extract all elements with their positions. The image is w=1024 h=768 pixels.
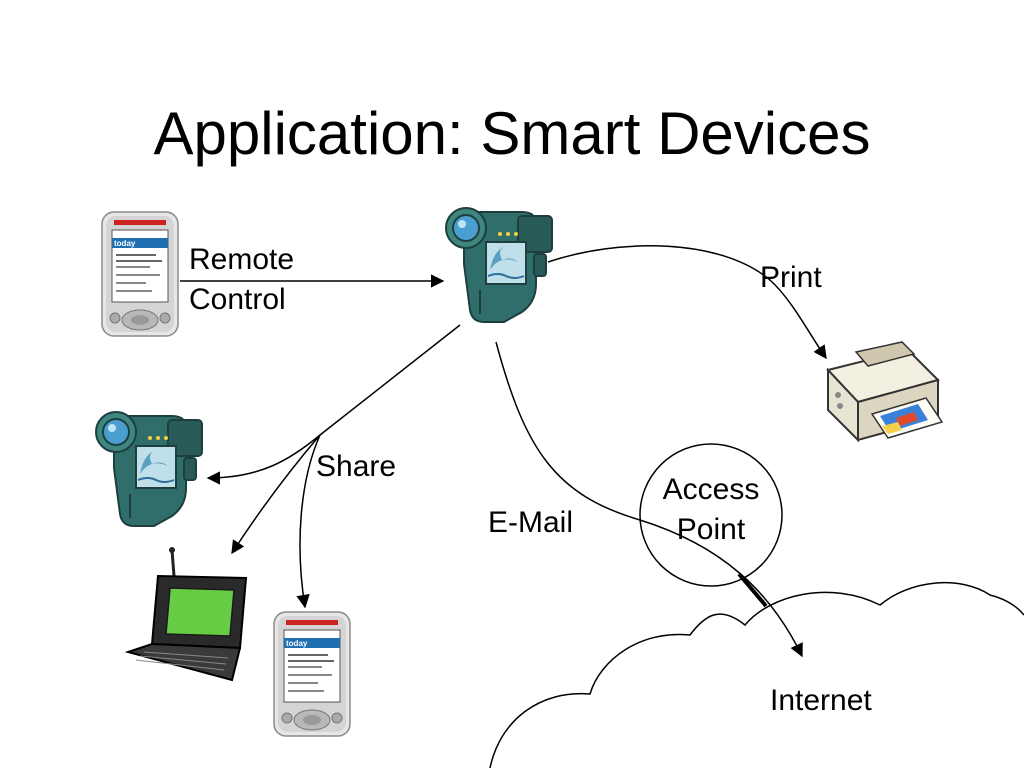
remote-control-label-line1: Remote	[189, 243, 295, 276]
access-point-link	[737, 572, 768, 608]
print-arrow	[547, 245, 827, 360]
pda-icon	[101, 211, 179, 337]
share-pda-arrow	[296, 434, 321, 609]
printer-icon	[826, 341, 944, 443]
access-point-label-line1: Access	[662, 473, 760, 506]
laptop-icon	[124, 547, 248, 682]
print-label: Print	[760, 261, 822, 294]
internet-cloud-icon	[489, 581, 1024, 768]
access-point-circle	[639, 443, 783, 587]
slide-title: Application: Smart Devices	[153, 100, 871, 167]
share-laptop-arrow	[231, 434, 321, 555]
share-camera-arrow	[206, 324, 461, 485]
share-label: Share	[316, 450, 397, 483]
camcorder-icon	[445, 207, 553, 323]
remote-control-label-line2: Control	[189, 283, 286, 316]
email-label: E-Mail	[488, 506, 574, 539]
internet-label: Internet	[770, 684, 872, 717]
access-point-label-line2: Point	[676, 513, 746, 546]
pda-icon	[273, 611, 351, 737]
camcorder-icon	[95, 411, 203, 527]
